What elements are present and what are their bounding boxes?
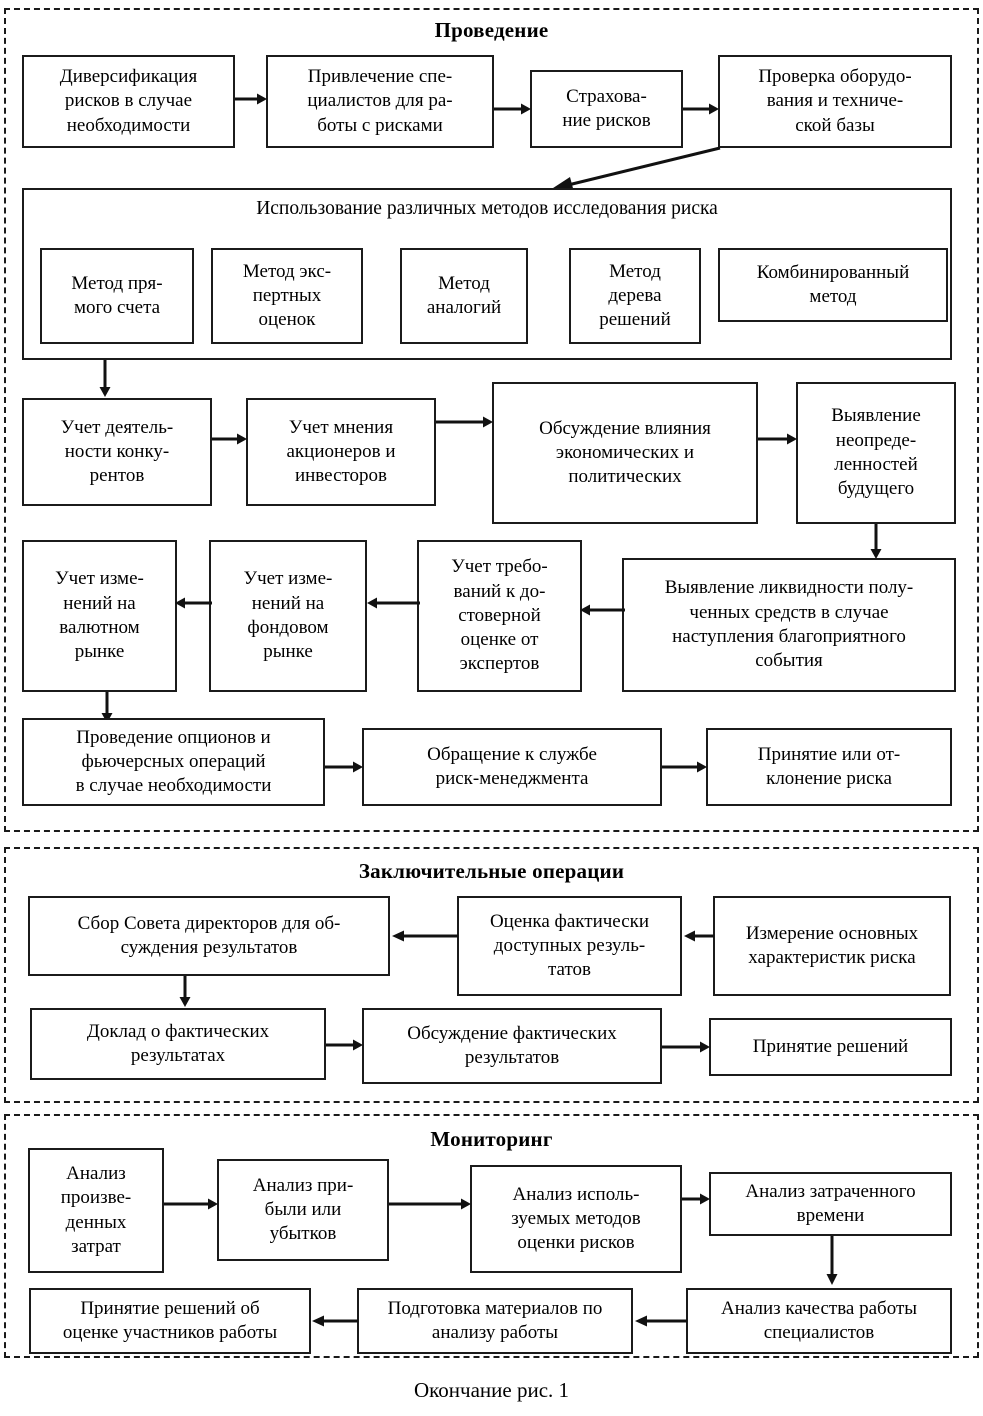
arrow-p11-p10 xyxy=(173,596,213,610)
node-n3: Анализ исполь- зуемых методов оценки рис… xyxy=(470,1165,682,1273)
node-p12: Учет требо- ваний к до- стоверной оценке… xyxy=(417,540,582,692)
node-m1: Метод пря- мого счета xyxy=(40,248,194,344)
node-n6: Подготовка материалов по анализу работы xyxy=(357,1288,633,1354)
figure-caption: Окончание рис. 1 xyxy=(413,1378,570,1402)
node-p13: Выявление ликвидности полу- ченных средс… xyxy=(622,558,956,692)
node-n4: Анализ затраченного времени xyxy=(709,1172,952,1236)
arrow-p15-p16 xyxy=(662,760,708,774)
arrow-n2-n3 xyxy=(389,1197,472,1211)
node-p10: Учет изме- нений на валютном рынке xyxy=(22,540,177,692)
arrow-z1-z4 xyxy=(178,976,192,1008)
section-title-provedenie: Проведение xyxy=(434,18,549,42)
arrow-n5-n6 xyxy=(633,1314,688,1328)
arrow-p14-p15 xyxy=(325,760,364,774)
node-p6: Учет деятель- ности конку- рентов xyxy=(22,398,212,506)
arrow-n4-n5 xyxy=(825,1236,839,1286)
node-n7: Принятие решений об оценке участников ра… xyxy=(29,1288,311,1354)
arrow-p5-p6 xyxy=(98,360,112,398)
node-p14: Проведение опционов и фьючерсных операци… xyxy=(22,718,325,806)
arrow-p6-p7 xyxy=(212,432,248,446)
arrow-p13-p12 xyxy=(578,603,626,617)
section-title-zakluchitelnye: Заключительные операции xyxy=(358,859,625,883)
section-title-monitoring: Мониторинг xyxy=(430,1127,553,1151)
node-z6: Принятие решений xyxy=(709,1018,952,1076)
arrow-p7-p8 xyxy=(436,415,494,429)
node-p9: Выявление неопреде- ленностей будущего xyxy=(796,382,956,524)
section-monitoring xyxy=(4,1114,979,1358)
node-p8: Обсуждение влияния экономических и полит… xyxy=(492,382,758,524)
section-zakluchitelnye xyxy=(4,847,979,1103)
arrow-z3-z2 xyxy=(682,929,715,943)
node-p11: Учет изме- нений на фондовом рынке xyxy=(209,540,367,692)
node-z1: Сбор Совета директоров для об- суждения … xyxy=(28,896,390,976)
node-p16: Принятие или от- клонение риска xyxy=(706,728,952,806)
arrow-n6-n7 xyxy=(310,1314,359,1328)
node-m3: Метод аналогий xyxy=(400,248,528,344)
node-p2: Привлечение спе- циалистов для ра- боты … xyxy=(266,55,494,148)
arrow-n3-n4 xyxy=(682,1192,711,1206)
arrow-z4-z5 xyxy=(326,1038,364,1052)
section-provedenie xyxy=(4,8,979,832)
node-p3: Страхова- ние рисков xyxy=(530,70,683,148)
arrow-p1-p2 xyxy=(235,92,268,106)
node-n5: Анализ качества работы специалистов xyxy=(686,1288,952,1354)
arrow-p12-p11 xyxy=(365,596,421,610)
node-p1: Диверсификация рисков в случае необходим… xyxy=(22,55,235,148)
node-m4: Метод дерева решений xyxy=(569,248,701,344)
node-z2: Оценка фактически доступных резуль- тато… xyxy=(457,896,682,996)
node-n2: Анализ при- были или убытков xyxy=(217,1159,389,1261)
arrow-p9-p13 xyxy=(869,524,883,560)
node-p7: Учет мнения акционеров и инвесторов xyxy=(246,398,436,506)
arrow-p4-p5-diagonal xyxy=(548,146,728,194)
node-m5: Комбинированный метод xyxy=(718,248,948,322)
node-m2: Метод экс- пертных оценок xyxy=(211,248,363,344)
arrow-p2-p3 xyxy=(494,102,532,116)
arrow-p3-p4 xyxy=(683,102,720,116)
arrow-z5-z6 xyxy=(662,1040,711,1054)
node-p5-label: Использование различных методов исследов… xyxy=(256,198,718,219)
node-p15: Обращение к службе риск-менеджмента xyxy=(362,728,662,806)
arrow-z2-z1 xyxy=(390,929,459,943)
node-p4: Проверка оборудо- вания и техниче- ской … xyxy=(718,55,952,148)
node-z5: Обсуждение фактических результатов xyxy=(362,1008,662,1084)
node-n1: Анализ произве- денных затрат xyxy=(28,1148,164,1273)
node-z4: Доклад о фактических результатах xyxy=(30,1008,326,1080)
arrow-p8-p9 xyxy=(758,432,798,446)
node-z3: Измерение основных характеристик риска xyxy=(713,896,951,996)
arrow-n1-n2 xyxy=(164,1197,219,1211)
